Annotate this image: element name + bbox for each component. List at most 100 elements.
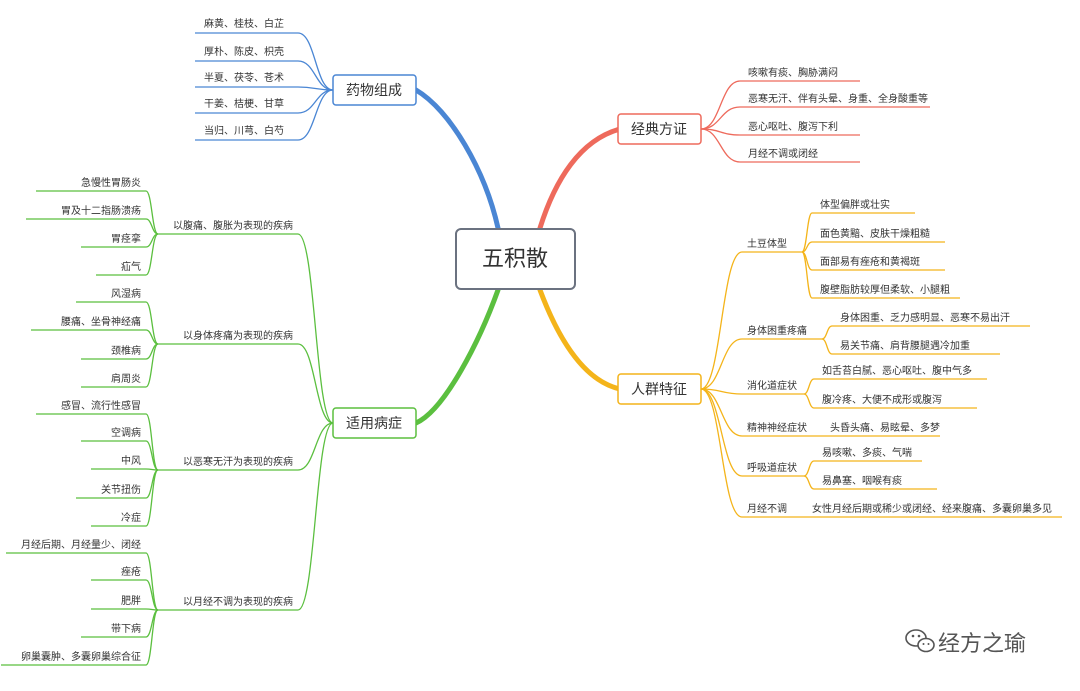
diseases-item: 风湿病 [111,287,141,300]
diseases-group-connector [297,343,334,424]
composition-connector [297,60,334,91]
composition-item: 当归、川芎、白芍 [204,124,284,137]
classic-item: 咳嗽有痰、胸胁满闷 [748,66,838,79]
composition-connector [297,32,334,91]
diseases-item: 肥胖 [121,595,141,607]
composition-item: 干姜、桔梗、甘草 [204,97,284,110]
composition-node[interactable] [332,74,417,106]
diseases-item: 中风 [121,454,141,467]
diseases-group-label: 以身体疼痛为表现的疾病 [183,329,293,342]
population-item: 腹壁脂肪较厚但柔软、小腿粗 [820,283,950,296]
diseases-item-connector [145,440,159,471]
population-group-connector [700,388,743,437]
classic-node[interactable] [617,113,702,145]
classic-connector [700,80,741,130]
composition-connector [297,89,334,141]
diseases-item: 腰痛、坐骨神经痛 [61,315,141,328]
population-item-connector [803,393,815,409]
population-group-label: 消化道症状 [747,379,797,392]
population-item: 易咳嗽、多痰、气喘 [822,446,912,459]
classic-connector [700,128,741,163]
population-item: 如舌苔白腻、恶心呕吐、腹中气多 [822,364,972,377]
population-item-connector [803,378,815,395]
classic-connector [700,106,741,130]
composition-connector [297,89,334,114]
diseases-item: 肩周炎 [111,372,141,385]
diseases-group-connector [297,422,334,471]
diseases-item: 卵巢囊肿、多囊卵巢综合征 [21,650,141,663]
population-group-label: 精神神经症状 [747,421,807,434]
population-item-connector [821,325,833,340]
population-group-connector [700,388,743,477]
diseases-item: 空调病 [111,426,141,439]
population-group-connector [700,388,743,395]
classic-item: 月经不调或闭经 [748,147,818,160]
branch-line-population [537,287,623,392]
branch-line-composition [413,87,501,231]
diseases-item-connector [145,190,159,235]
population-item: 面部易有痤疮和黄褐斑 [820,255,920,268]
population-item: 女性月经后期或稀少或闭经、经来腹痛、多囊卵巢多见 [812,502,1052,515]
population-group-connector [700,338,743,390]
composition-item: 半夏、茯苓、苍术 [204,71,284,84]
diseases-item: 胃及十二指肠溃疡 [61,204,141,217]
population-item-connector [801,212,813,253]
population-label: 人群特征 [631,382,687,398]
diseases-item: 带下病 [111,622,141,635]
diseases-item-connector [145,469,159,527]
diseases-item: 颈椎病 [111,344,141,357]
diseases-item-connector [145,609,159,666]
population-item: 易关节痛、肩背腰腿遇冷加重 [840,339,970,352]
diseases-group-label: 以腹痛、腹胀为表现的疾病 [173,219,293,232]
diseases-item-connector [145,329,159,345]
diseases-item-connector [145,579,159,611]
population-node[interactable] [617,373,702,405]
population-item: 面色黄黯、皮肤干燥粗糙 [820,227,930,240]
diseases-item: 胃痉挛 [111,232,141,245]
population-group-label: 土豆体型 [747,237,787,250]
population-item: 易鼻塞、咽喉有痰 [822,474,902,487]
wechat-icon [905,629,935,653]
classic-item: 恶心呕吐、腹泻下利 [748,120,838,133]
branch-line-diseases [413,287,501,426]
diseases-item: 痤疮 [121,565,141,578]
diseases-node[interactable] [332,407,417,439]
diseases-item-connector [145,218,159,235]
population-item: 身体困重、乏力感明显、恶寒不易出汗 [840,311,1010,324]
population-item-connector [801,251,813,299]
watermark-text: 经方之瑜 [938,632,1026,657]
diseases-group-connector [297,233,334,424]
diseases-group-label: 以月经不调为表现的疾病 [183,595,293,608]
population-group-label: 身体困重疼痛 [747,324,807,337]
population-item: 头昏头痛、易眩晕、多梦 [830,421,940,434]
population-item: 体型偏胖或壮实 [820,198,890,211]
population-group-connector [700,251,743,390]
diseases-item-connector [145,343,159,388]
population-group-connector [700,388,743,518]
classic-item: 恶寒无汗、伴有头晕、身重、全身酸重等 [748,92,928,105]
diseases-group-connector [297,422,334,611]
diseases-item: 月经后期、月经量少、闭经 [21,538,141,551]
diseases-item: 感冒、流行性感冒 [61,399,141,412]
composition-item: 厚朴、陈皮、枳壳 [204,45,284,58]
diseases-item: 急慢性胃肠炎 [81,176,141,189]
population-item-connector [821,338,833,355]
population-group-label: 月经不调 [747,502,787,515]
diseases-group-label: 以恶寒无汗为表现的疾病 [183,455,293,468]
composition-label: 药物组成 [346,83,402,99]
watermark: 经方之瑜 [905,629,1026,657]
diseases-item: 疝气 [121,260,141,273]
composition-item: 麻黄、桂枝、白芷 [204,17,284,30]
center-node[interactable] [455,228,576,290]
diseases-item-connector [145,301,159,345]
population-item-connector [803,460,815,477]
diseases-item-connector [145,233,159,276]
population-item: 腹冷疼、大便不成形或腹泻 [822,393,942,406]
diseases-item: 冷症 [121,511,141,524]
population-group-label: 呼吸道症状 [747,461,797,474]
classic-label: 经典方证 [631,122,687,138]
diseases-label: 适用病症 [346,416,402,432]
branch-line-classic [537,126,623,231]
population-item-connector [803,475,815,490]
